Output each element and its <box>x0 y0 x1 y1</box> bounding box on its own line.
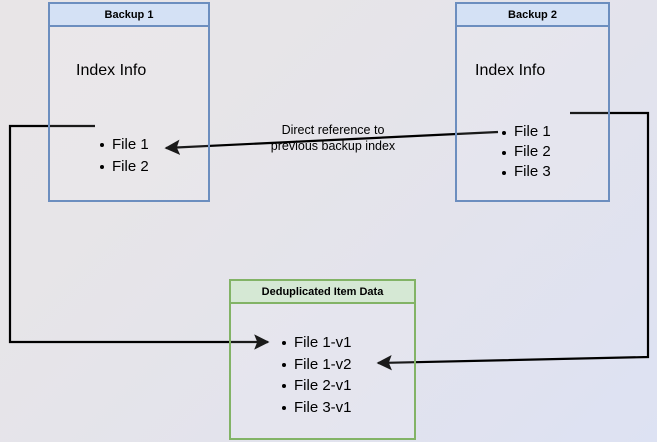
dedup-file-list: File 1-v1 File 1-v2 File 2-v1 File 3-v1 <box>280 332 352 418</box>
backup-1-index-info-label: Index Info <box>76 62 147 79</box>
node-dedup-body: File 1-v1 File 1-v2 File 2-v1 File 3-v1 <box>231 304 414 440</box>
list-item[interactable]: File 1 <box>500 122 551 142</box>
node-backup-1-body: Index Info File 1 File 2 <box>50 27 208 202</box>
backup-2-index-info-label: Index Info <box>475 62 546 79</box>
backup-1-file-list: File 1 File 2 <box>98 134 149 177</box>
edge-label-line-1: Direct reference to <box>281 123 385 137</box>
node-backup-1-title: Backup 1 <box>50 4 208 27</box>
node-backup-2-body: Index Info File 1 File 2 File 3 <box>457 27 608 202</box>
backup-2-file-list: File 1 File 2 File 3 <box>500 122 551 182</box>
list-item[interactable]: File 1 <box>98 134 149 156</box>
list-item[interactable]: File 1-v2 <box>280 354 352 376</box>
edge-label-line-2: previous backup index <box>270 139 396 153</box>
list-item[interactable]: File 3 <box>500 162 551 182</box>
node-backup-1[interactable]: Backup 1 Index Info File 1 File 2 <box>48 2 210 202</box>
node-dedup-title: Deduplicated Item Data <box>231 281 414 304</box>
list-item[interactable]: File 2 <box>500 142 551 162</box>
list-item[interactable]: File 2 <box>98 156 149 178</box>
list-item[interactable]: File 1-v1 <box>280 332 352 354</box>
node-backup-2[interactable]: Backup 2 Index Info File 1 File 2 File 3 <box>455 2 610 202</box>
edge-label-direct-reference: Direct reference to previous backup inde… <box>248 122 418 154</box>
list-item[interactable]: File 3-v1 <box>280 397 352 419</box>
node-deduplicated-item-data[interactable]: Deduplicated Item Data File 1-v1 File 1-… <box>229 279 416 440</box>
list-item[interactable]: File 2-v1 <box>280 375 352 397</box>
node-backup-2-title: Backup 2 <box>457 4 608 27</box>
